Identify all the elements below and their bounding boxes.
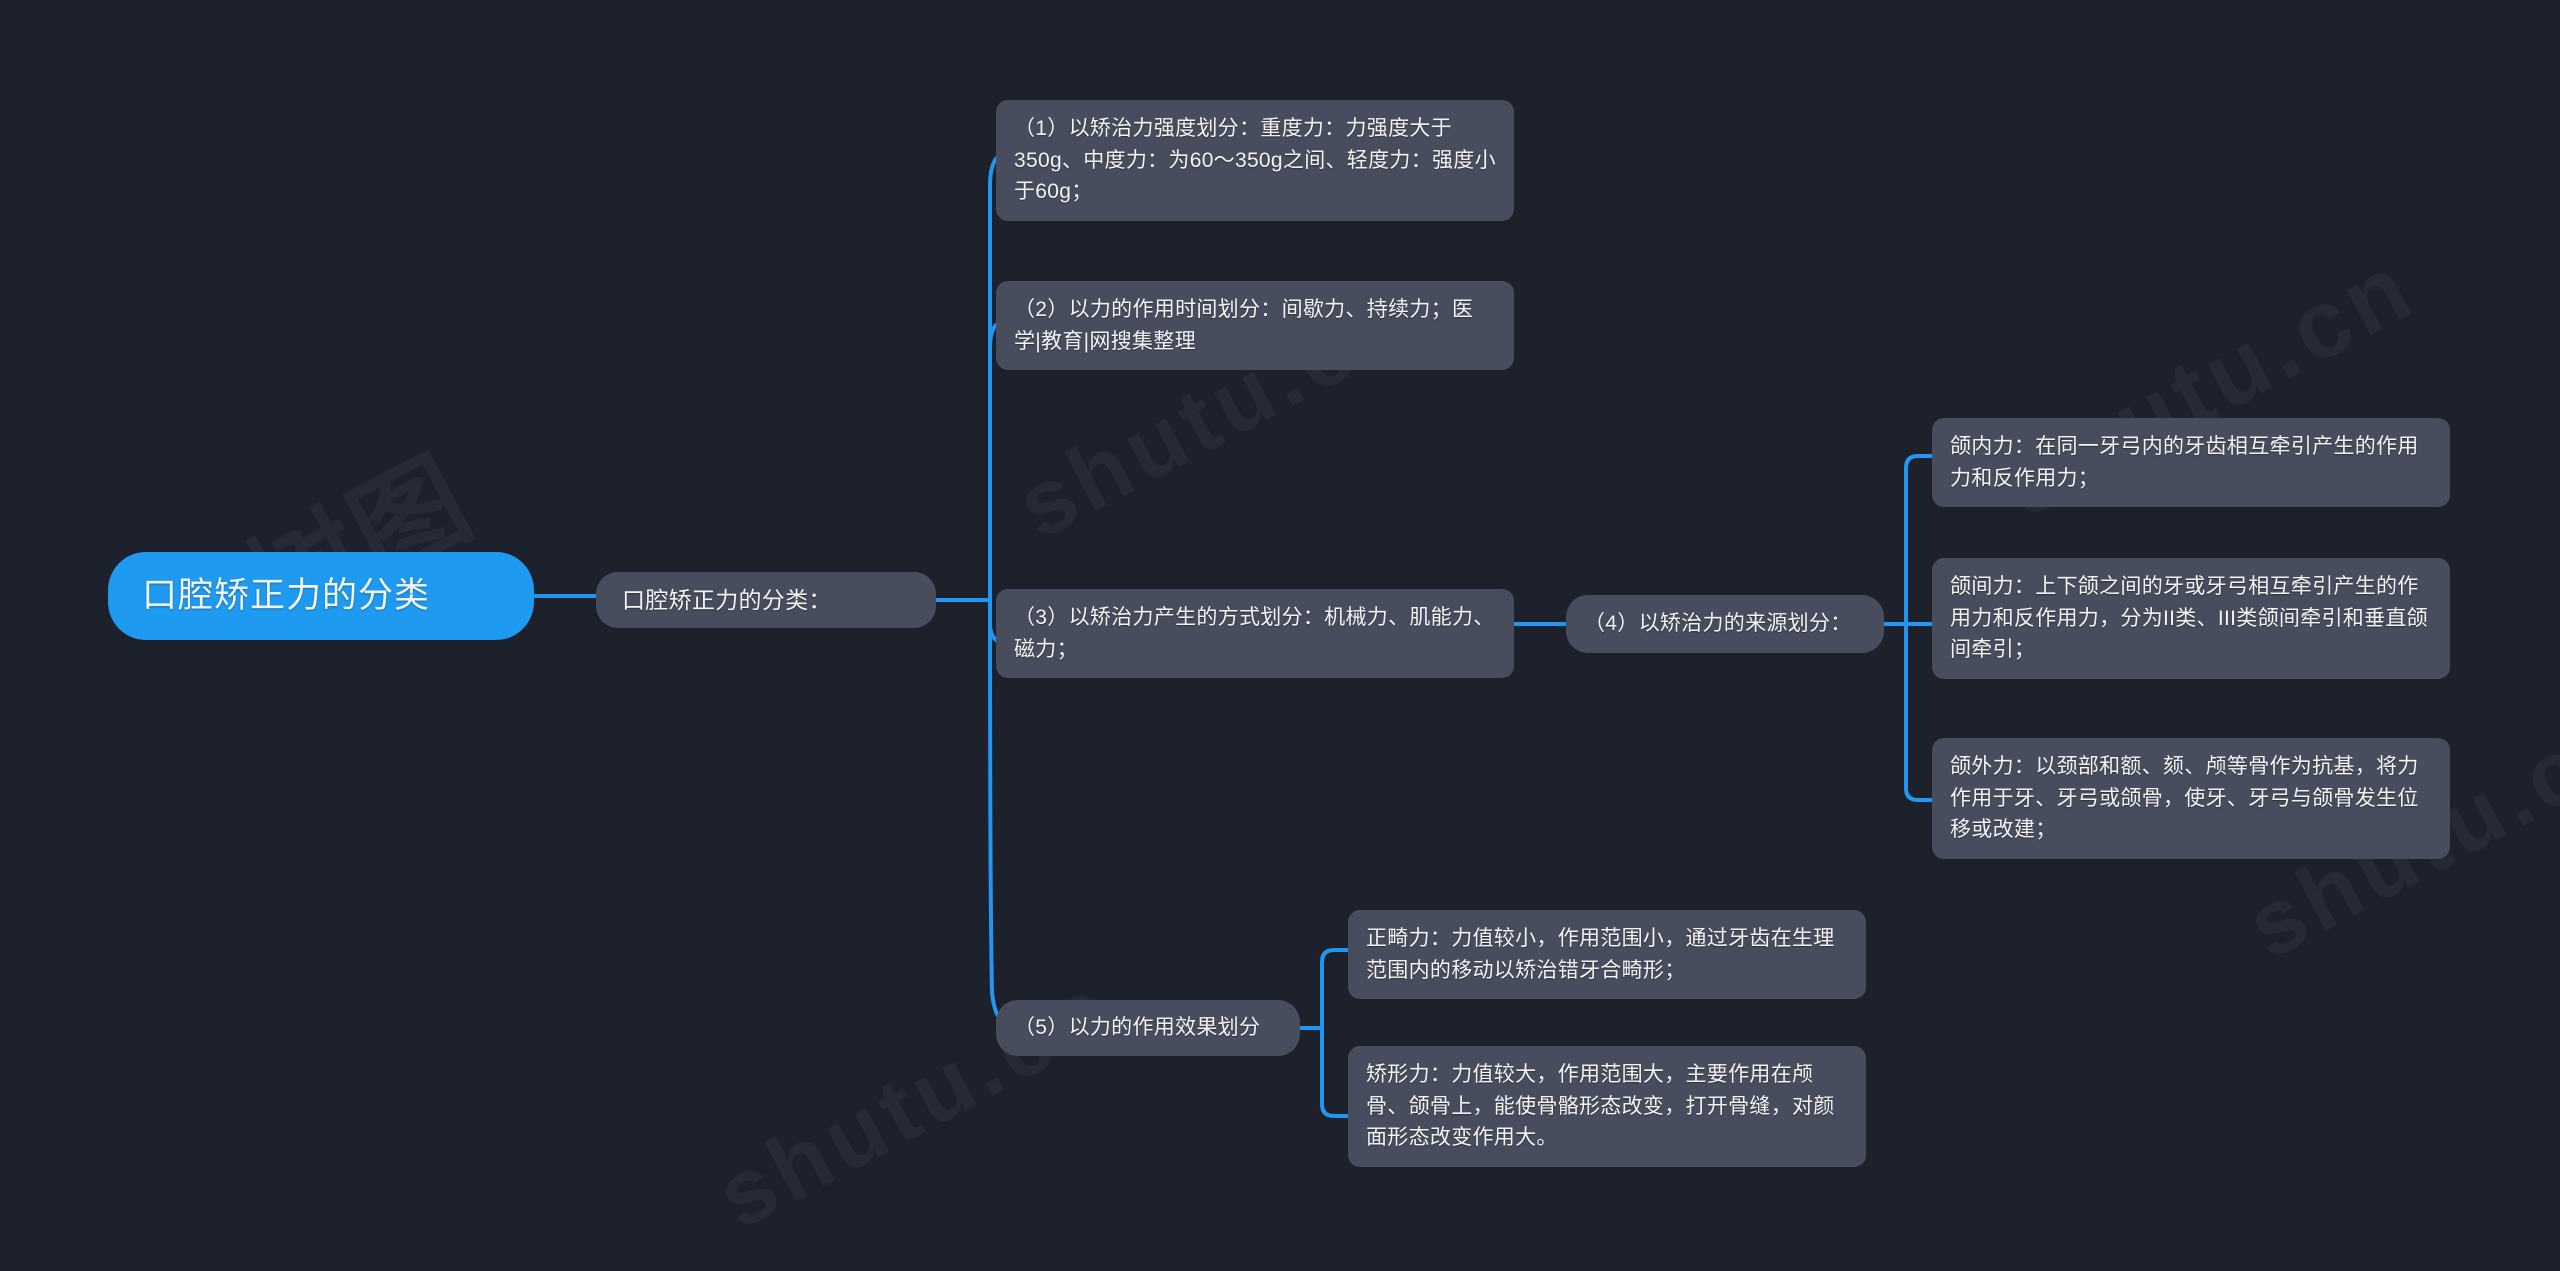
branch-node-5-label: （5）以力的作用效果划分 <box>1014 1016 1261 1040</box>
branch-node-5[interactable]: （5）以力的作用效果划分 <box>996 1000 1300 1056</box>
link-b4-c1 <box>1904 454 1934 626</box>
link-b5-d2 <box>1320 1026 1350 1118</box>
leaf-node-orthopedic-force-label: 矫形力：力值较大，作用范围大，主要作用在颅骨、颌骨上，能使骨骼形态改变，打开骨缝… <box>1366 1063 1835 1149</box>
branch-node-2-label: （2）以力的作用时间划分：间歇力、持续力；医学|教育|网搜集整理 <box>1014 298 1474 353</box>
branch-node-4-label: （4）以矫治力的来源划分： <box>1584 612 1852 636</box>
leaf-node-inter-maxillary-force[interactable]: 颌间力：上下颌之间的牙或牙弓相互牵引产生的作用力和反作用力，分为II类、III类… <box>1932 558 2450 679</box>
branch-node-3[interactable]: （3）以矫治力产生的方式划分：机械力、肌能力、磁力； <box>996 589 1514 678</box>
root-node[interactable]: 口腔矫正力的分类 <box>108 552 534 640</box>
leaf-node-intra-arch-force-label: 颌内力：在同一牙弓内的牙齿相互牵引产生的作用力和反作用力； <box>1950 435 2419 490</box>
branch-node-1[interactable]: （1）以矫治力强度划分：重度力：力强度大于350g、中度力：为60～350g之间… <box>996 100 1514 221</box>
topic-node-label: 口腔矫正力的分类： <box>622 586 832 613</box>
leaf-node-inter-maxillary-force-label: 颌间力：上下颌之间的牙或牙弓相互牵引产生的作用力和反作用力，分为II类、III类… <box>1950 575 2428 661</box>
topic-node[interactable]: 口腔矫正力的分类： <box>596 572 936 628</box>
root-node-label: 口腔矫正力的分类 <box>142 575 431 615</box>
branch-node-4[interactable]: （4）以矫治力的来源划分： <box>1566 595 1884 653</box>
branch-node-1-label: （1）以矫治力强度划分：重度力：力强度大于350g、中度力：为60～350g之间… <box>1014 117 1496 203</box>
leaf-node-extraoral-force-label: 颌外力：以颈部和额、颏、颅等骨作为抗基，将力作用于牙、牙弓或颌骨，使牙、牙弓与颌… <box>1950 755 2419 841</box>
leaf-node-intra-arch-force[interactable]: 颌内力：在同一牙弓内的牙齿相互牵引产生的作用力和反作用力； <box>1932 418 2450 507</box>
leaf-node-orthopedic-force[interactable]: 矫形力：力值较大，作用范围大，主要作用在颅骨、颌骨上，能使骨骼形态改变，打开骨缝… <box>1348 1046 1866 1167</box>
link-b5-d1 <box>1320 948 1350 1030</box>
branch-node-3-label: （3）以矫治力产生的方式划分：机械力、肌能力、磁力； <box>1014 606 1495 661</box>
leaf-node-orthodontic-force[interactable]: 正畸力：力值较小，作用范围小，通过牙齿在生理范围内的移动以矫治错牙合畸形； <box>1348 910 1866 999</box>
branch-node-2[interactable]: （2）以力的作用时间划分：间歇力、持续力；医学|教育|网搜集整理 <box>996 281 1514 370</box>
link-b4-c3 <box>1904 622 1934 802</box>
leaf-node-extraoral-force[interactable]: 颌外力：以颈部和额、颏、颅等骨作为抗基，将力作用于牙、牙弓或颌骨，使牙、牙弓与颌… <box>1932 738 2450 859</box>
leaf-node-orthodontic-force-label: 正畸力：力值较小，作用范围小，通过牙齿在生理范围内的移动以矫治错牙合畸形； <box>1366 927 1835 982</box>
